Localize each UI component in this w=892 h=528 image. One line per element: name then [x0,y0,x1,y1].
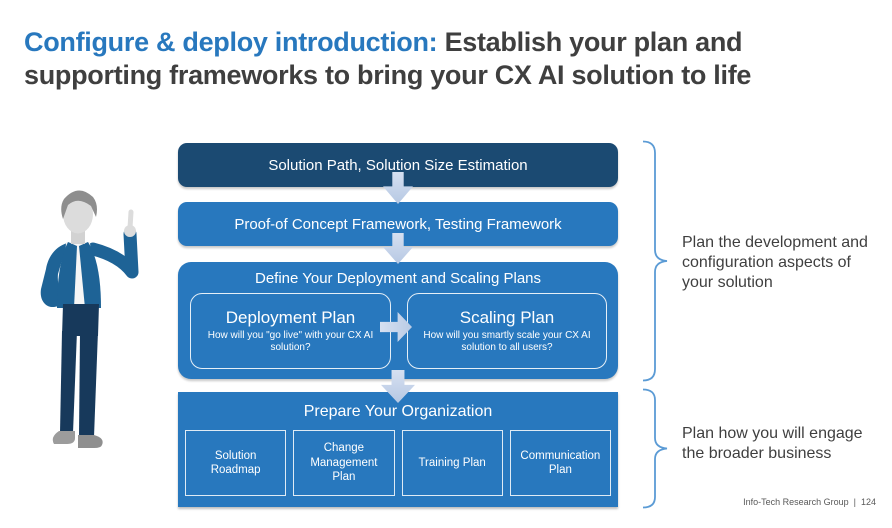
jacket-right [79,242,101,308]
deployment-plan-desc: How will you "go live" with your CX AI s… [207,329,374,354]
prepare-item-communication-plan: Communication Plan [509,430,611,496]
jacket-left [57,242,77,308]
arm-raised [86,227,139,279]
prepare-org-items: Solution Roadmap Change Management Plan … [185,430,611,496]
hair [61,190,97,219]
footer: Info-Tech Research Group | 124 [743,497,876,507]
title-rest: Establish your plan and supporting frame… [24,27,752,90]
footer-page-number: 124 [860,497,876,507]
prepare-item-training-plan: Training Plan [401,430,503,496]
deployment-plan-card: Deployment Plan How will you "go live" w… [190,293,391,369]
bracket-bottom-icon [642,388,668,509]
presenter-person-icon [40,190,139,448]
deployment-plan-title: Deployment Plan [225,307,356,327]
scaling-plan-desc: How will you smartly scale your CX AI so… [423,329,591,354]
face [63,194,93,234]
prepare-item-solution-roadmap: Solution Roadmap [185,430,287,496]
footer-brand: Info-Tech Research Group [743,497,849,507]
title-highlight: Configure & deploy introduction: [24,27,438,57]
pointing-finger [127,209,134,231]
prepare-item-change-management: Change Management Plan [293,430,395,496]
leg-right [79,331,98,437]
flow-step-prepare-organization: Prepare Your Organization Solution Roadm… [178,392,618,507]
page-title: Configure & deploy introduction: Establi… [24,26,830,91]
flow-step-label: Proof-of Concept Framework, Testing Fram… [234,215,562,233]
leg-left [60,331,77,433]
scaling-plan-title: Scaling Plan [459,307,555,327]
prepare-org-title: Prepare Your Organization [303,403,493,420]
flow-step-label: Solution Path, Solution Size Estimation [268,156,528,174]
define-plans-title: Define Your Deployment and Scaling Plans [254,270,542,287]
annotation-engagement: Plan how you will engage the broader bus… [682,425,863,462]
shoe-left [52,431,75,444]
annotation-development: Plan the development and configuration a… [682,234,868,291]
scaling-plan-card: Scaling Plan How will you smartly scale … [407,293,607,369]
bracket-top-icon [642,140,668,382]
pants-hip [62,304,99,336]
flow-step-define-plans: Define Your Deployment and Scaling Plans… [178,262,618,379]
neck [71,230,85,244]
hand [124,225,136,237]
footer-separator: | [853,497,856,507]
shoe-right [78,435,103,448]
